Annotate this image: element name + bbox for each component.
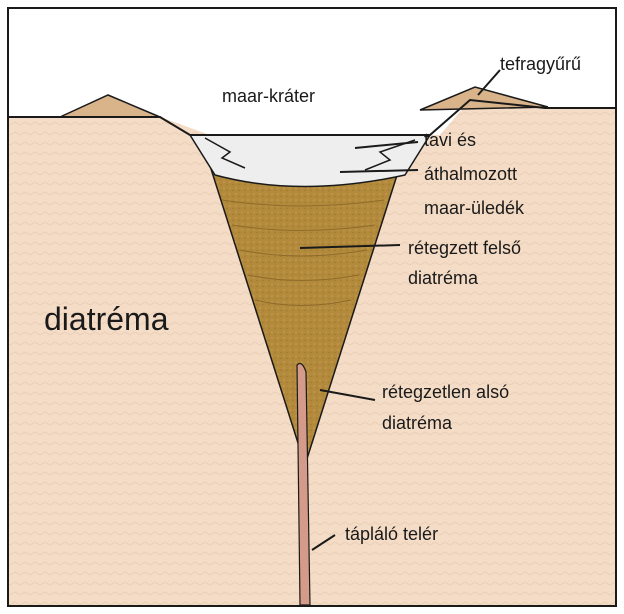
label-tephra-ring: tefragyűrű bbox=[500, 54, 581, 74]
label-lower-diatreme-2: diatréma bbox=[382, 413, 453, 433]
label-lower-diatreme-1: rétegzetlen alsó bbox=[382, 382, 509, 402]
label-upper-diatreme-1: rétegzett felső bbox=[408, 238, 521, 258]
label-maar-crater: maar-kráter bbox=[222, 86, 315, 106]
label-lake-sediment-3: maar-üledék bbox=[424, 198, 525, 218]
label-feeder-dike: tápláló telér bbox=[345, 524, 438, 544]
label-diatreme: diatréma bbox=[44, 301, 169, 337]
label-lake-sediment-2: áthalmozott bbox=[424, 164, 517, 184]
label-upper-diatreme-2: diatréma bbox=[408, 268, 479, 288]
label-lake-sediment-1: tavi és bbox=[424, 130, 476, 150]
